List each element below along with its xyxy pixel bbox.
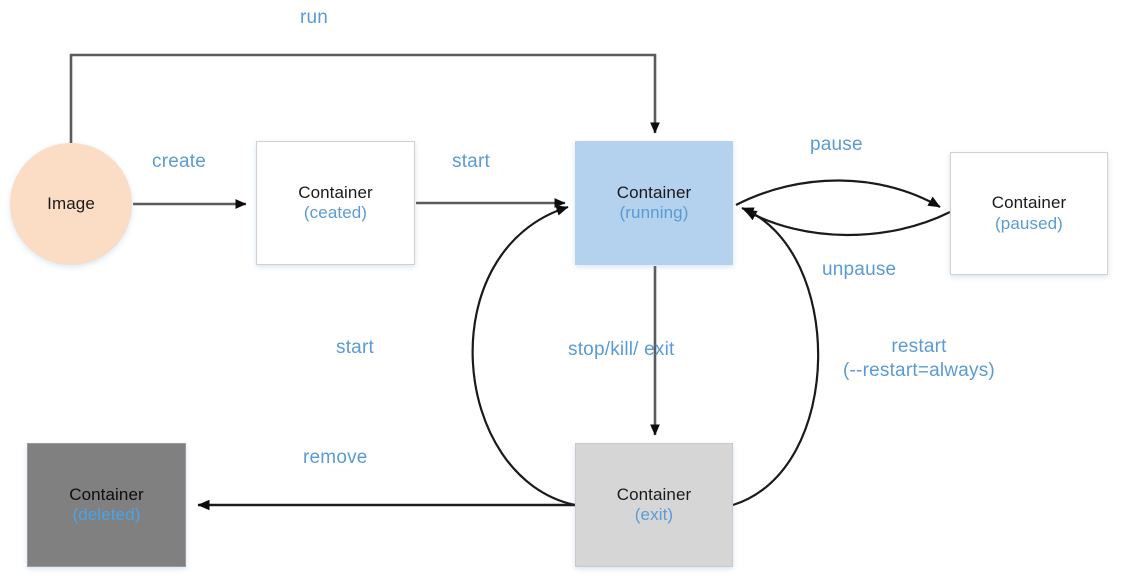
edge-label-pause: pause [810,134,863,155]
edge-path-startup [471,205,576,507]
edge-label-start: start [452,151,490,172]
node-container-exit[interactable]: Container (exit) [575,443,733,567]
edge-path-pause [735,179,941,208]
edge-label-restart-line1: restart [891,336,947,357]
edge-label-create: create [152,151,207,172]
edge-path-run [69,53,660,143]
edge-label-remove: remove [303,447,368,468]
node-running-title: Container [616,182,692,202]
node-exit-state: (exit) [634,505,674,524]
node-exit-title: Container [616,484,692,504]
node-container-created[interactable]: Container (ceated) [256,141,415,265]
node-container-paused[interactable]: Container (paused) [950,152,1108,275]
node-created-title: Container [298,182,373,202]
node-image-title: Image [47,193,95,213]
edge-label-run: run [300,7,329,28]
node-deleted-title: Container [69,484,144,504]
edge-label-unpause: unpause [822,259,897,280]
node-container-running[interactable]: Container (running) [575,141,733,265]
node-created-state: (ceated) [303,203,368,222]
edge-label-restart: restart (--restart=always) [843,335,995,384]
edge-label-start-from-exit: start [336,337,374,358]
node-paused-state: (paused) [995,213,1063,233]
edge-label-restart-line2: (--restart=always) [843,360,995,382]
node-container-deleted[interactable]: Container (deleted) [27,443,186,567]
node-deleted-state: (deleted) [72,505,141,524]
edge-path-unpause [744,209,951,237]
edge-label-stop-kill-exit: stop/kill/ exit [568,339,675,360]
node-running-state: (running) [619,203,689,222]
node-paused-title: Container [991,193,1067,213]
node-image[interactable]: Image [10,143,132,265]
edge-path-restart [732,206,820,507]
